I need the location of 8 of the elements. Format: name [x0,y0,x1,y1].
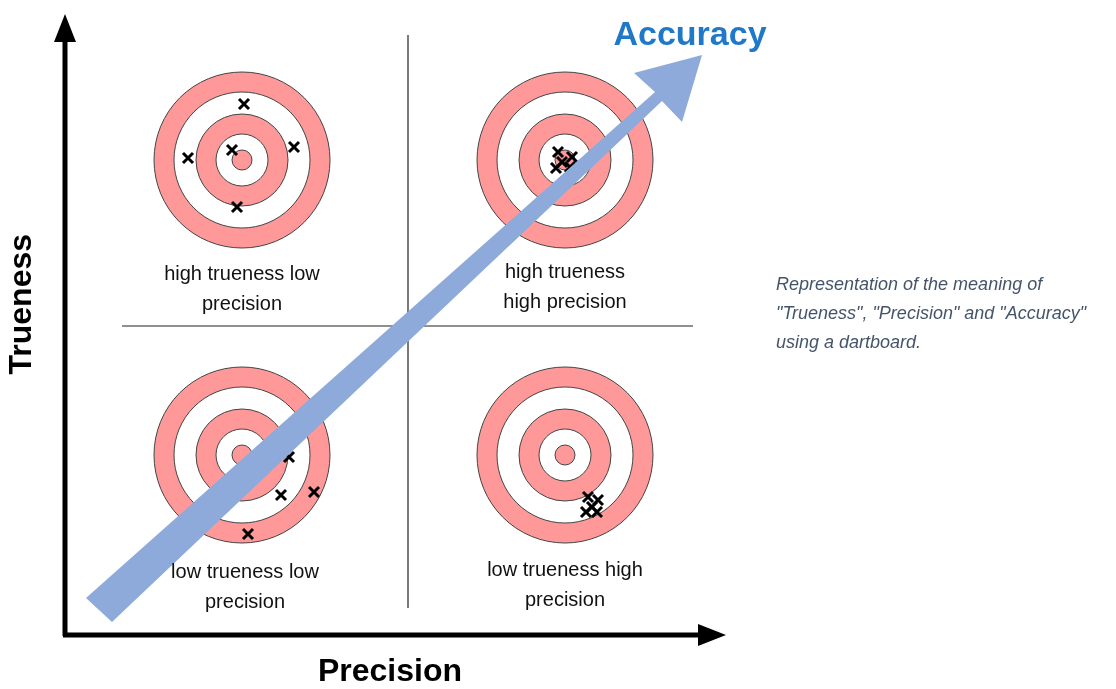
axis-label: Precision [316,651,464,689]
axis-label: Trueness [0,232,39,377]
quadrant-label: high trueness low precision [163,261,321,316]
arrow-label: Accuracy [612,13,768,54]
quadrant-label: high trueness high precision [502,259,628,314]
quadrant-label: low trueness high precision [486,557,644,612]
caption: Representation of the meaning of "Trueness", "Precision" and "Accuracy" using a dartboard. [776,273,1088,354]
quadrant-label: low trueness low precision [170,559,320,614]
